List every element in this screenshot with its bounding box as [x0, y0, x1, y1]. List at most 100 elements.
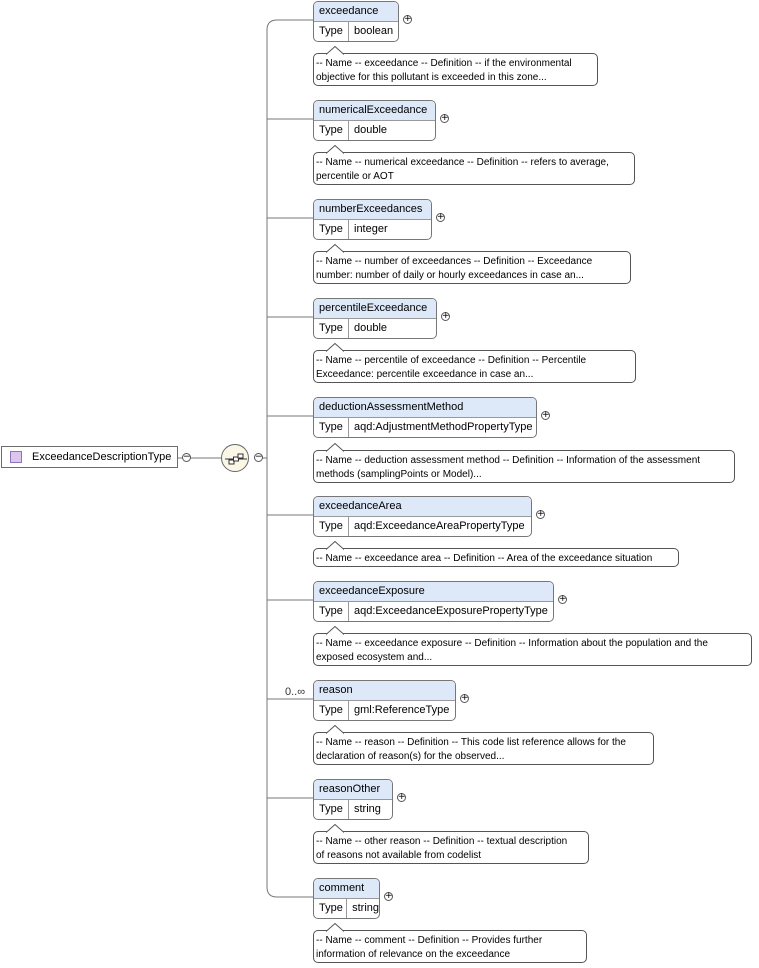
element-type-row: Type aqd:AdjustmentMethodPropertyType	[314, 418, 536, 437]
type-value: aqd:AdjustmentMethodPropertyType	[354, 421, 533, 433]
type-label: Type	[314, 602, 349, 621]
type-value: boolean	[354, 25, 394, 37]
root-collapse-toggle[interactable]: −	[182, 452, 191, 462]
doc-line: objective for this pollutant is exceeded…	[316, 72, 547, 83]
sequence-collapse-toggle[interactable]: −	[254, 452, 263, 462]
expand-toggle[interactable]: +	[397, 792, 406, 802]
element-name: deductionAssessmentMethod	[314, 398, 536, 418]
expand-toggle[interactable]: +	[460, 693, 469, 703]
sequence-compositor-icon	[225, 453, 247, 465]
doc-line: declaration of reason(s) for the observe…	[316, 751, 505, 762]
multiplicity-label: 0..∞	[285, 686, 306, 698]
documentation-box: -- Name -- deduction assessment method -…	[313, 443, 735, 483]
type-value: aqd:ExceedanceAreaPropertyType	[354, 520, 525, 532]
documentation-box: -- Name -- reason -- Definition -- This …	[313, 725, 654, 765]
doc-line: of reasons not available from codelist	[316, 850, 482, 861]
expand-toggle[interactable]: +	[403, 14, 412, 24]
type-label: Type	[314, 22, 349, 41]
doc-line: information of relevance on the exceedan…	[316, 949, 511, 960]
type-value: integer	[354, 223, 388, 235]
doc-line: -- Name -- exceedance exposure -- Defini…	[316, 638, 708, 649]
doc-line: -- Name -- reason -- Definition -- This …	[316, 737, 626, 748]
element-name: numericalExceedance	[314, 101, 435, 121]
doc-callout-tail	[326, 343, 344, 352]
expand-toggle[interactable]: +	[384, 891, 393, 901]
type-value: string	[352, 902, 379, 914]
expand-toggle[interactable]: +	[436, 212, 445, 222]
doc-line: Exceedance: percentile exceedance in cas…	[316, 369, 534, 380]
expand-toggle[interactable]: +	[536, 509, 545, 519]
type-label: Type	[314, 319, 349, 338]
element-name: exceedance	[314, 2, 398, 22]
documentation-box: -- Name -- numerical exceedance -- Defin…	[313, 145, 635, 185]
doc-line: -- Name -- other reason -- Definition --…	[316, 836, 568, 847]
type-label: Type	[314, 701, 349, 720]
type-value: gml:ReferenceType	[354, 704, 450, 716]
doc-line: number: number of daily or hourly exceed…	[316, 270, 584, 281]
element-name: percentileExceedance	[314, 299, 436, 319]
type-label: Type	[314, 517, 349, 536]
doc-callout-tail	[326, 443, 344, 452]
element-type-row: Type integer	[314, 220, 431, 239]
root-type-box[interactable]: ExceedanceDescriptionType	[1, 446, 178, 468]
doc-line: percentile or AOT	[316, 171, 394, 182]
sequence-compositor[interactable]	[221, 444, 249, 472]
element-type-row: Type aqd:ExceedanceExposurePropertyType	[314, 602, 553, 621]
documentation-box: -- Name -- exceedance exposure -- Defini…	[313, 626, 752, 666]
type-value: aqd:ExceedanceExposurePropertyType	[354, 605, 548, 617]
doc-callout-tail	[326, 824, 344, 833]
element-type-row: Type string	[314, 899, 379, 918]
doc-line: -- Name -- exceedance area -- Definition…	[316, 553, 653, 564]
documentation-box: -- Name -- exceedance area -- Definition…	[313, 541, 679, 567]
doc-callout-tail	[326, 145, 344, 154]
sequence-trunk-line	[259, 19, 313, 898]
type-label: Type	[314, 220, 349, 239]
type-label: Type	[314, 121, 349, 140]
documentation-box: -- Name -- number of exceedances -- Defi…	[313, 244, 631, 284]
doc-line: -- Name -- number of exceedances -- Defi…	[316, 256, 593, 267]
doc-callout-tail	[326, 46, 344, 55]
expand-toggle[interactable]: +	[440, 113, 449, 123]
doc-line: -- Name -- deduction assessment method -…	[316, 455, 701, 466]
expand-toggle[interactable]: +	[558, 594, 567, 604]
doc-callout-tail	[326, 244, 344, 253]
root-type-name: ExceedanceDescriptionType	[32, 451, 172, 463]
doc-callout-tail	[326, 541, 344, 550]
documentation-box: -- Name -- exceedance -- Definition -- i…	[313, 46, 598, 86]
element-name: exceedanceArea	[314, 497, 531, 517]
expand-toggle[interactable]: +	[541, 410, 550, 420]
type-label: Type	[314, 899, 348, 918]
doc-line: -- Name -- percentile of exceedance -- D…	[316, 355, 587, 366]
type-label: Type	[314, 800, 349, 819]
element-name: exceedanceExposure	[314, 582, 553, 602]
complex-type-icon	[10, 451, 22, 463]
type-label: Type	[314, 418, 349, 437]
element-type-row: Type gml:ReferenceType	[314, 701, 455, 720]
element-name: reasonOther	[314, 780, 392, 800]
element-name: numberExceedances	[314, 200, 431, 220]
expand-toggle[interactable]: +	[441, 311, 450, 321]
documentation-box: -- Name -- comment -- Definition -- Prov…	[313, 923, 587, 963]
type-value: string	[354, 803, 381, 815]
doc-line: -- Name -- comment -- Definition -- Prov…	[316, 935, 543, 946]
element-name: reason	[314, 681, 455, 701]
doc-line: methods (samplingPoints or Model)...	[316, 469, 482, 480]
doc-callout-tail	[326, 923, 344, 932]
doc-line: -- Name -- numerical exceedance -- Defin…	[316, 157, 609, 168]
doc-callout-tail	[326, 725, 344, 734]
element-type-row: Type aqd:ExceedanceAreaPropertyType	[314, 517, 531, 536]
doc-line: exposed ecosystem and...	[316, 652, 433, 663]
